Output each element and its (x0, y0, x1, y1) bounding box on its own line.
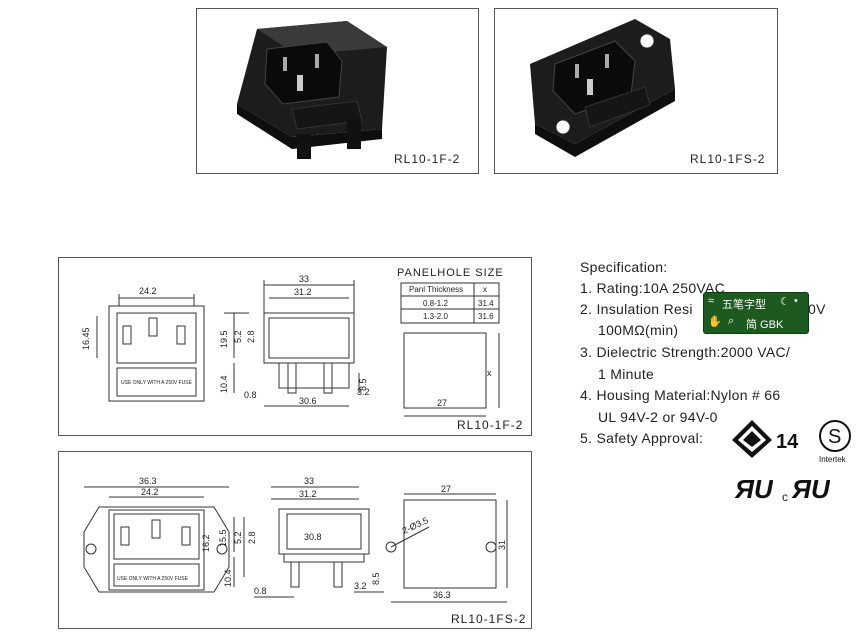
ul-recognized-mark: ЯU (734, 474, 773, 504)
enec-mark: 14 (732, 420, 799, 458)
spec-line: 0V (808, 301, 826, 317)
ime-expand-icon[interactable]: ≈ (708, 295, 715, 307)
table-cell: 31.4 (478, 299, 494, 308)
table-cell: 0.8-1.2 (423, 299, 448, 308)
dim-panel-bottom: 36.3 (433, 590, 451, 600)
photo-panel-rl10-1f-2: RL10-1F-2 (196, 8, 479, 174)
table-cell: 31.6 (478, 312, 494, 321)
table-header-thickness: Panl Thickness (409, 285, 463, 294)
spec-line: 3. Dielectric Strength:2000 VAC/ (580, 344, 791, 360)
enec-number: 14 (776, 431, 799, 453)
product-photo-rl10-1fs-2 (530, 19, 675, 157)
dim-side-top-inner: 31.2 (299, 489, 317, 499)
svg-text:S: S (828, 426, 841, 448)
punctuation-icon[interactable]: • (794, 295, 798, 307)
photo-panel-rl10-1fs-2: RL10-1FS-2 (494, 8, 778, 174)
drawing-caption: RL10-1F-2 (457, 418, 524, 432)
dim-side-d4: 10.4 (219, 375, 229, 393)
dim-side-d1: 15.5 (218, 529, 228, 547)
dim-side-bottom2: 30.6 (299, 396, 317, 406)
photo-caption: RL10-1F-2 (394, 152, 461, 166)
dim-side-right1: 8.5 (358, 378, 368, 391)
dim-side-d4: 10.4 (223, 569, 233, 587)
dim-side-right2: 3.2 (354, 581, 367, 591)
fuse-label: USE ONLY WITH A 250V FUSE (121, 380, 193, 386)
spec-title: Specification: (580, 259, 668, 275)
dim-front-width: 24.2 (139, 286, 157, 296)
spec-line: UL 94V-2 or 94V-0 (598, 409, 718, 425)
dim-front-outer: 36.3 (139, 476, 157, 486)
dim-panel-top: 27 (441, 484, 451, 494)
intertek-s-mark: S Intertek (819, 420, 851, 464)
moon-icon[interactable]: ☾ (780, 296, 790, 308)
drawing-1-canvas: 24.2 16.45 USE ONLY WITH A 250V FUSE 33 … (81, 267, 504, 417)
dim-side-top-inner: 31.2 (294, 287, 312, 297)
dim-side-right1: 8.5 (371, 572, 381, 585)
dim-side-d1: 19.5 (219, 330, 229, 348)
product-photo-rl10-1f-2 (237, 21, 387, 159)
ul-recognized-mark-2: ЯU (791, 474, 830, 504)
c-mark: c (782, 490, 788, 504)
fuse-label: USE ONLY WITH A 250V FUSE (117, 576, 189, 582)
drawing-rl10-1f-2: 24.2 16.45 USE ONLY WITH A 250V FUSE 33 … (58, 257, 532, 436)
spec-line: 1 Minute (598, 366, 655, 382)
spec-line: 2. Insulation Resi (580, 301, 693, 317)
table-cell: 1.3-2.0 (423, 312, 448, 321)
dim-front-height: 16.2 (201, 534, 211, 552)
dim-side-d2: 5.2 (233, 531, 243, 544)
spec-line: 4. Housing Material:Nylon # 66 (580, 387, 781, 403)
spec-line: 5. Safety Approval: (580, 430, 704, 446)
dim-panel-right: 31 (497, 540, 507, 550)
dim-front-height: 16.45 (81, 327, 91, 350)
dim-side-right2: 3.2 (357, 387, 370, 397)
spec-line: 1. Rating:10A 250VAC (580, 280, 726, 296)
charset-label[interactable]: 简 GBK (746, 319, 784, 331)
dim-side-bottom1: 0.8 (254, 586, 267, 596)
dim-hole-height: x (487, 368, 492, 378)
dim-side-d3: 2.8 (247, 531, 257, 544)
ime-mode-label[interactable]: 五笔字型 (722, 299, 766, 311)
svg-text:ЯU: ЯU (734, 474, 773, 504)
drawing-rl10-1fs-2: 36.3 24.2 16.2 USE ONLY WITH A 250V FUSE… (58, 451, 532, 629)
panelhole-title: PANELHOLE SIZE (397, 267, 504, 279)
dim-side-d3: 2.8 (246, 330, 256, 343)
ime-toolbar[interactable]: ≈ 五笔字型 ☾ • ✋ ⌕ 简 GBK (703, 292, 809, 334)
intertek-label: Intertek (819, 455, 847, 464)
drawing-caption: RL10-1FS-2 (451, 612, 527, 626)
dim-side-top-outer: 33 (299, 274, 309, 284)
hand-icon[interactable]: ✋ (708, 316, 722, 328)
svg-text:ЯU: ЯU (791, 474, 830, 504)
spec-line: 100MΩ(min) (598, 322, 679, 338)
dim-hole-width: 27 (437, 398, 447, 408)
search-icon[interactable]: ⌕ (728, 315, 735, 327)
dim-side-mid: 30.8 (304, 532, 322, 542)
table-header-x: x (483, 285, 487, 294)
dim-side-d2: 5.2 (233, 330, 243, 343)
dim-side-top-outer: 33 (304, 476, 314, 486)
dim-front-width: 24.2 (141, 487, 159, 497)
photo-caption: RL10-1FS-2 (690, 152, 766, 166)
drawing-2-canvas: 36.3 24.2 16.2 USE ONLY WITH A 250V FUSE… (83, 476, 508, 603)
dim-side-bottom1: 0.8 (244, 390, 257, 400)
dim-panel-hole: 2-Ø3.5 (401, 515, 430, 536)
